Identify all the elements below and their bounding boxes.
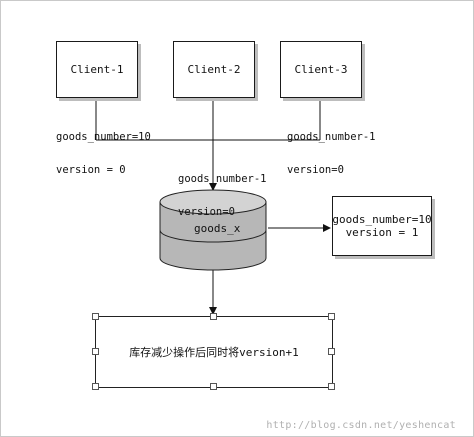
client-2-box: Client-2: [173, 41, 255, 98]
merged-goods-number: goods_number-1: [178, 173, 267, 185]
resize-handle-mid-right[interactable]: [328, 348, 335, 355]
resize-handle-bottom-left[interactable]: [92, 383, 99, 390]
merged-state: goods_number-1 version=0: [178, 152, 267, 240]
client-3-goods-number: goods_number-1: [287, 131, 376, 143]
merged-version: version=0: [178, 206, 235, 218]
client-3-box: Client-3: [280, 41, 362, 98]
client-1-label: Client-1: [70, 63, 124, 76]
client-3-version: version=0: [287, 164, 344, 176]
client-3-label: Client-3: [294, 63, 348, 76]
resize-handle-mid-left[interactable]: [92, 348, 99, 355]
resize-handle-top-left[interactable]: [92, 313, 99, 320]
client-3-state: goods_number-1 version=0: [287, 110, 376, 198]
database-label: goods_x: [194, 222, 241, 235]
database-cylinder: [159, 189, 267, 271]
operation-box[interactable]: 库存减少操作后同时将version+1: [95, 316, 333, 388]
resize-handle-bottom-mid[interactable]: [210, 383, 217, 390]
db-state-goods-number: goods_number=10: [332, 213, 432, 226]
client-1-goods-number: goods_number=10: [56, 131, 151, 143]
db-state-version: version = 1: [345, 226, 419, 239]
client-1-state: goods_number=10 version = 0: [56, 110, 151, 198]
client-2-label: Client-2: [187, 63, 241, 76]
db-state-box: goods_number=10 version = 1: [332, 196, 432, 256]
watermark: http://blog.csdn.net/yeshencat: [266, 420, 456, 431]
resize-handle-top-right[interactable]: [328, 313, 335, 320]
resize-handle-top-mid[interactable]: [210, 313, 217, 320]
resize-handle-bottom-right[interactable]: [328, 383, 335, 390]
client-1-box: Client-1: [56, 41, 138, 98]
client-1-version: version = 0: [56, 164, 126, 176]
operation-label: 库存减少操作后同时将version+1: [129, 346, 299, 359]
